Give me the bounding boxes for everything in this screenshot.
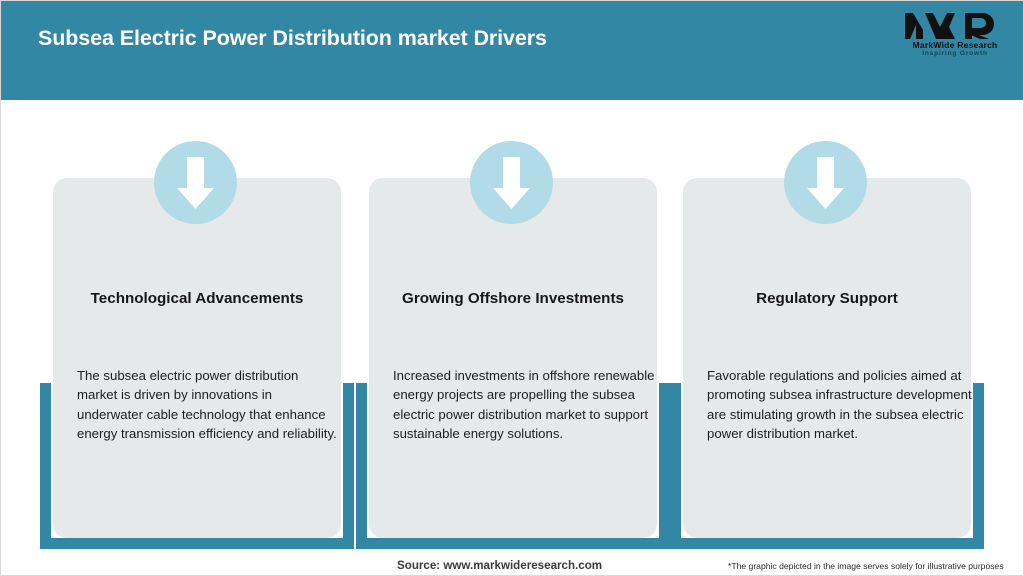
card-title: Growing Offshore Investments (402, 290, 624, 307)
down-arrow-icon (470, 141, 553, 224)
card-title: Technological Advancements (90, 290, 304, 307)
logo-company-name: MarkWide Research (912, 40, 998, 50)
card-frame-accent (356, 383, 670, 549)
card-frame-accent (670, 383, 984, 549)
down-arrow-icon (154, 141, 237, 224)
down-arrow-glyph (493, 157, 530, 209)
driver-card[interactable]: Growing Offshore Investments Increased i… (356, 141, 670, 551)
down-arrow-glyph (177, 157, 214, 209)
down-arrow-glyph (807, 157, 844, 209)
mwr-logo-icon (905, 13, 994, 39)
source-label: Source: www.markwideresearch.com (397, 559, 603, 572)
card-description: The subsea electric power distribution m… (77, 368, 337, 441)
card-panel: Technological Advancements The subsea el… (53, 178, 341, 538)
card-panel: Regulatory Support Favorable regulations… (683, 178, 972, 538)
card-description: Increased investments in offshore renewa… (393, 368, 655, 441)
down-arrow-icon (784, 141, 867, 224)
driver-card[interactable]: Regulatory Support Favorable regulations… (670, 141, 984, 551)
card-description: Favorable regulations and policies aimed… (707, 368, 972, 441)
driver-card[interactable]: Technological Advancements The subsea el… (40, 141, 354, 551)
card-title: Regulatory Support (756, 290, 898, 307)
logo-tagline: Inspiring Growth (922, 50, 988, 57)
markwide-research-logo: MarkWide Research Inspiring Growth (903, 9, 1007, 63)
header-bar: Subsea Electric Power Distribution marke… (1, 1, 1023, 100)
card-panel: Growing Offshore Investments Increased i… (369, 178, 657, 538)
page-title: Subsea Electric Power Distribution marke… (38, 26, 547, 50)
disclaimer-note: *The graphic depicted in the image serve… (728, 561, 1004, 571)
card-frame-accent (40, 383, 354, 549)
